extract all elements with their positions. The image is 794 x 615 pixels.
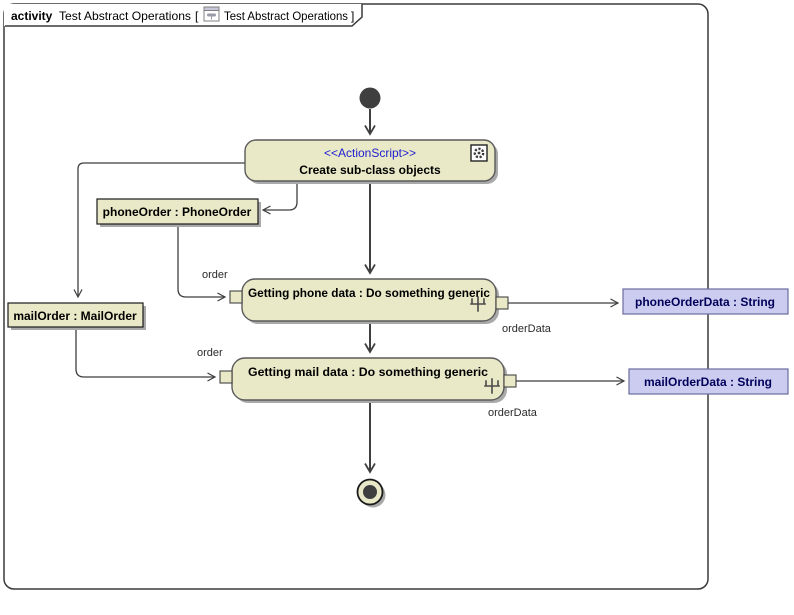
final-node-core — [363, 485, 377, 499]
action-getting-mail-data[interactable]: Getting mail data : Do something generic — [219, 357, 517, 403]
object-node-phoneorderdata[interactable]: phoneOrderData : String — [622, 288, 789, 315]
object-name: phoneOrder : PhoneOrder — [103, 205, 252, 219]
rake-icon — [484, 378, 500, 394]
action-name: Create sub-class objects — [299, 163, 441, 177]
action-create-sub-class-objects[interactable]: <<ActionScript>> Create sub-class object… — [244, 139, 498, 184]
rake-icon — [470, 296, 486, 312]
pin-label: orderData — [488, 407, 538, 419]
object-body[interactable] — [622, 288, 789, 315]
object-body[interactable] — [96, 198, 259, 225]
pin-label: order — [197, 347, 223, 359]
output-pin-orderdata[interactable] — [495, 296, 509, 310]
activity-final-node[interactable] — [356, 478, 386, 508]
object-node-phoneorder[interactable]: phoneOrder : PhoneOrder — [96, 198, 261, 227]
activity-diagram-icon — [203, 6, 220, 22]
action-name: Getting mail data : Do something generic — [248, 365, 488, 379]
action-body[interactable] — [244, 139, 496, 182]
script-gear-icon — [470, 144, 488, 162]
frame-activity-name: Test Abstract Operations — [59, 9, 191, 23]
input-pin-order[interactable] — [219, 370, 233, 384]
action-stereotype: <<ActionScript>> — [324, 146, 416, 160]
object-body[interactable] — [7, 302, 144, 328]
pin-label: orderData — [502, 323, 552, 335]
frame-heading-border — [5, 4, 363, 27]
frame-open-bracket: [ — [195, 9, 199, 23]
initial-node[interactable] — [359, 87, 381, 109]
object-name: phoneOrderData : String — [635, 295, 775, 309]
frame-kind-keyword: activity — [11, 9, 53, 23]
object-body[interactable] — [628, 368, 789, 395]
object-node-mailorderdata[interactable]: mailOrderData : String — [628, 368, 789, 395]
action-getting-phone-data[interactable]: Getting phone data : Do something generi… — [229, 278, 509, 324]
object-name: mailOrderData : String — [644, 375, 772, 389]
object-flow-phoneorder-to-order-pin[interactable] — [177, 224, 225, 297]
object-flow-create-to-mailorder[interactable] — [78, 162, 245, 297]
object-flow-create-to-phoneorder[interactable] — [263, 181, 298, 210]
output-pin-orderdata[interactable] — [503, 374, 517, 388]
frame-close-bracket: ] — [351, 9, 354, 23]
frame-heading-tab — [4, 4, 362, 26]
frame-diagram-name: Test Abstract Operations — [224, 9, 348, 23]
action-name: Getting phone data : Do something generi… — [248, 286, 490, 300]
object-name: mailOrder : MailOrder — [13, 309, 137, 323]
object-node-mailorder[interactable]: mailOrder : MailOrder — [7, 302, 146, 330]
object-flow-mailorder-to-order-pin[interactable] — [75, 327, 215, 377]
input-pin-order[interactable] — [229, 290, 243, 304]
pin-label: order — [202, 269, 228, 281]
